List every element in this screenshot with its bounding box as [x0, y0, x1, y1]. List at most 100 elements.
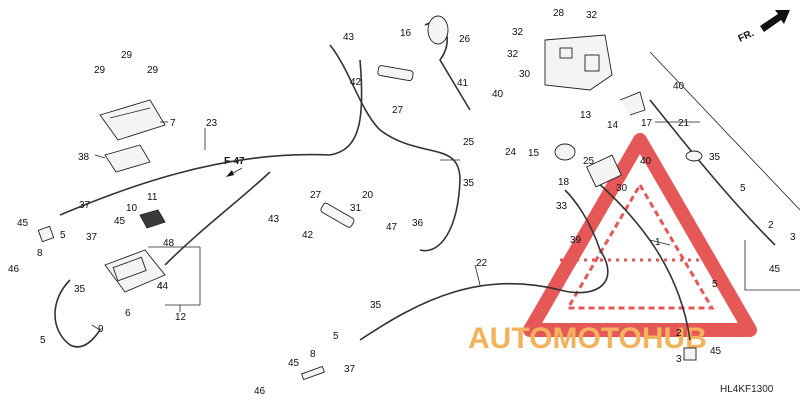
part-8-spring [37, 225, 55, 243]
leader-lines [91, 121, 700, 331]
callout-42: 42 [350, 77, 362, 88]
part-14-bracket [586, 154, 622, 188]
callout-7: 7 [170, 118, 176, 129]
part-38-pad [104, 144, 151, 173]
callout-4: 4 [157, 281, 163, 292]
part-6-actuator [104, 249, 166, 293]
callout-45c: 45 [288, 358, 300, 369]
cable-23 [59, 59, 363, 216]
part-spring-assembly [320, 202, 355, 228]
callout-11: 11 [147, 192, 158, 203]
callout-15: 15 [528, 148, 540, 159]
callout-13: 13 [580, 110, 592, 121]
callout-25: 25 [463, 137, 475, 148]
callout-42b: 42 [302, 230, 314, 241]
callout-25b: 25 [583, 156, 595, 167]
callout-30: 30 [519, 69, 531, 80]
callout-28: 28 [553, 8, 565, 19]
callout-5b: 5 [60, 230, 66, 241]
callout-29b: 29 [94, 65, 106, 76]
callouts: 1 2 2 3 3 4 5 5 5 5 5 5 6 7 8 8 9 10 11 … [8, 8, 796, 397]
callout-5f: 5 [333, 331, 339, 342]
front-label: FR. [737, 28, 756, 45]
callout-36: 36 [412, 218, 424, 229]
part-8-spring-lower [301, 365, 325, 381]
callout-29a: 29 [121, 50, 133, 61]
diagram-code: HL4KF1300 [720, 384, 774, 395]
callout-38: 38 [78, 152, 90, 163]
callout-33: 33 [556, 201, 568, 212]
callout-27: 27 [392, 105, 404, 116]
part-35-clamp [685, 150, 703, 162]
callout-22: 22 [476, 258, 488, 269]
callout-43b: 43 [268, 214, 280, 225]
callout-37b: 37 [86, 232, 98, 243]
callout-45a: 45 [17, 218, 29, 229]
cable-1 [594, 179, 691, 341]
callout-35a: 35 [463, 178, 475, 189]
watermark-text: AUTOMOTOHUB [468, 322, 707, 355]
callout-48: 48 [163, 238, 175, 249]
callout-1: 1 [655, 237, 661, 248]
part-17-clip [619, 91, 646, 116]
callout-14: 14 [607, 120, 619, 131]
callout-8b: 8 [310, 349, 316, 360]
callout-5a: 5 [40, 335, 46, 346]
cable-19 [329, 44, 461, 252]
callout-17: 17 [641, 118, 653, 129]
callout-31: 31 [350, 203, 362, 214]
callout-37c: 37 [344, 364, 356, 375]
callout-3b: 3 [676, 354, 682, 365]
callout-39: 39 [570, 235, 582, 246]
callout-47: 47 [386, 222, 398, 233]
callout-35c: 35 [370, 300, 382, 311]
callout-16: 16 [400, 28, 412, 39]
callout-32a: 32 [512, 27, 524, 38]
callout-45d: 45 [769, 264, 781, 275]
callout-6: 6 [125, 308, 131, 319]
callout-35d: 35 [709, 152, 721, 163]
callout-5d: 5 [740, 183, 746, 194]
callout-8: 8 [37, 248, 43, 259]
callout-30b: 30 [616, 183, 628, 194]
part-15-knob [554, 143, 576, 161]
cable-9 [54, 279, 101, 348]
callout-46a: 46 [8, 264, 20, 275]
callout-40a: 40 [492, 89, 504, 100]
callout-5e: 5 [712, 279, 718, 290]
cable-12-a [164, 171, 271, 266]
cable-21 [649, 99, 776, 246]
callout-35b: 35 [74, 284, 86, 295]
callout-10: 10 [126, 203, 138, 214]
callout-45e: 45 [710, 346, 722, 357]
callout-40c: 40 [640, 156, 652, 167]
frame-line-top [649, 51, 800, 211]
part-11-switch [139, 209, 166, 229]
callout-12: 12 [175, 312, 187, 323]
callout-29c: 29 [147, 65, 159, 76]
part-28-bracket [544, 34, 613, 91]
callout-32b: 32 [586, 10, 598, 21]
callout-21: 21 [678, 118, 690, 129]
part-3-plug [683, 347, 697, 361]
callout-32c: 32 [507, 49, 519, 60]
callout-2b: 2 [676, 328, 682, 339]
callout-3: 3 [790, 232, 796, 243]
callout-24: 24 [505, 147, 517, 158]
cable-22 [359, 189, 609, 341]
callout-43: 43 [343, 32, 355, 43]
callout-26: 26 [459, 34, 471, 45]
watermark-logo: AUTOMOTOHUB [468, 133, 757, 355]
callout-23: 23 [206, 118, 218, 129]
callout-18: 18 [558, 177, 570, 188]
part-27-rod [377, 65, 414, 82]
part-7-module [99, 99, 166, 141]
callout-46b: 46 [254, 386, 266, 397]
callout-9: 9 [98, 324, 104, 335]
front-direction-indicator: FR. [737, 10, 790, 45]
callout-44: 44 [157, 281, 169, 292]
callout-45b: 45 [114, 216, 126, 227]
part-16-knob [427, 15, 449, 45]
